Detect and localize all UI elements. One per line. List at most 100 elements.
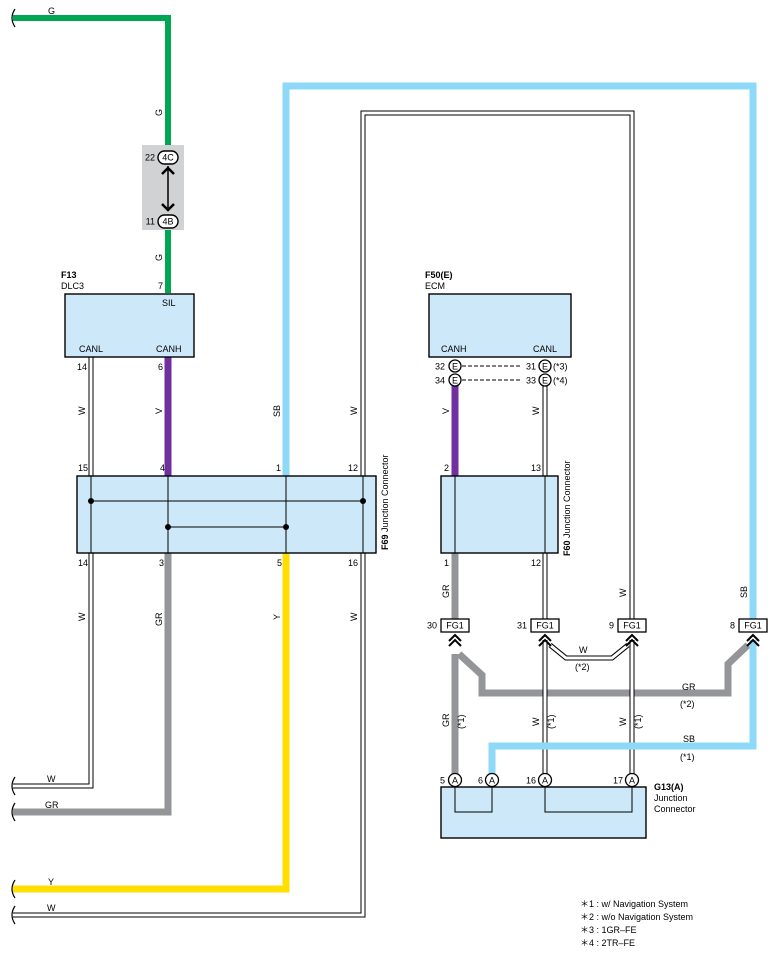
fg1-connector [440, 618, 470, 633]
wire-note: (*1) [456, 714, 466, 729]
connector-4c [157, 150, 179, 165]
ecm-id: F50(E) [425, 270, 453, 280]
ecm-box [428, 293, 572, 358]
f69-pin-16: 16 [348, 558, 358, 568]
wire-g [13, 15, 171, 293]
f60-pin-2: 2 [444, 463, 449, 473]
wire-label: G [154, 109, 164, 116]
dlc3-canl-label: CANL [79, 344, 103, 354]
ecm-canh-label: CANH [441, 344, 467, 354]
wire-f69-y [13, 553, 290, 893]
g13-code: A [489, 776, 495, 786]
wire-note: (*2) [575, 662, 590, 672]
g13-code: A [452, 776, 458, 786]
pin-22: 22 [145, 153, 155, 163]
dlc3-name: DLC3 [61, 281, 84, 291]
fg1-connectors: FG1 30 FG1 31 FG1 9 FG1 8 [427, 618, 768, 647]
note-1: ＊1 : w/ Navigation System [580, 899, 688, 909]
f60-id: F60 [562, 540, 572, 556]
wire-sb-g13 [488, 640, 757, 776]
ecm-note-3: (*3) [553, 362, 568, 372]
dlc3-canh-pin: 6 [158, 362, 163, 372]
f69-pin-14: 14 [78, 558, 88, 568]
wire-note: (*1) [680, 752, 695, 762]
wire-label: Y [272, 614, 282, 620]
f69-pin-15: 15 [78, 463, 88, 473]
wire-w-cross [548, 643, 630, 661]
wire-sb-top [282, 82, 757, 621]
wire-w-loop-top [360, 110, 635, 621]
f60-name: Junction Connector [562, 460, 572, 538]
f69-pin-12: 12 [348, 463, 358, 473]
note-3: ＊3 : 1GR–FE [580, 925, 637, 935]
ecm-name: ECM [425, 281, 445, 291]
dlc3-block: F13 DLC3 7 SIL CANL CANH 14 6 [61, 270, 195, 372]
wire-f69-w16 [13, 553, 366, 918]
wire-label: GR [45, 800, 59, 810]
wire-label: W [47, 903, 56, 913]
fg1-code: FG1 [744, 621, 762, 631]
connector-4b [157, 214, 179, 229]
ecm-note-4: (*4) [553, 376, 568, 386]
fg1-pin-30: 30 [427, 621, 437, 631]
wire-f69-gr [13, 553, 172, 816]
connector-4c-4b: 4C 22 4B 11 [142, 145, 184, 230]
wire-label: W [531, 717, 541, 726]
wire-f69-w14 [13, 553, 94, 789]
fg1-connector [738, 618, 768, 633]
wire-label: G [154, 254, 164, 261]
ecm-e-code: E [542, 376, 548, 386]
ecm-e-connector [538, 373, 552, 387]
notes-legend: ＊1 : w/ Navigation System ＊2 : w/o Navig… [580, 899, 693, 948]
f69-pin-3: 3 [159, 558, 164, 568]
f60-box [440, 475, 559, 554]
ecm-canl-label: CANL [533, 344, 557, 354]
ecm-pin-34: 34 [435, 376, 445, 386]
wire-label: GR [441, 584, 451, 598]
dlc3-box [64, 293, 195, 358]
g13-pin-17: 17 [613, 776, 623, 786]
wire-label: SB [272, 405, 282, 417]
g13-a-connector [537, 772, 553, 788]
fg1-connector [617, 618, 647, 633]
f69-name: Junction Connector [380, 454, 390, 532]
g13-name-line1: Junction [654, 793, 688, 803]
ecm-pin-32: 32 [435, 362, 445, 372]
f60-pin-1: 1 [444, 558, 449, 568]
wire-label: W [579, 645, 588, 655]
f69-pin-1: 1 [276, 463, 281, 473]
g13-id: G13(A) [654, 782, 684, 792]
wire-labels: G G G W V SB W V W W GR Y W GR W SB W (*… [45, 6, 749, 913]
wire-note: (*2) [680, 699, 695, 709]
dlc3-sil-label: SIL [162, 298, 176, 308]
f69-pin-4: 4 [160, 463, 165, 473]
dlc3-id: F13 [61, 270, 77, 280]
fg1-pin-9: 9 [609, 621, 614, 631]
fg1-code: FG1 [536, 621, 554, 631]
wire-label: W [349, 406, 359, 415]
g13-name-line2: Connector [654, 804, 696, 814]
ecm-e-code: E [542, 362, 548, 372]
wire-label: SB [683, 734, 695, 744]
wire-label: V [441, 408, 451, 414]
wire-label: V [154, 408, 164, 414]
g13-a-connector [484, 772, 500, 788]
wire-note: (*1) [633, 714, 643, 729]
ecm-pin-31: 31 [526, 362, 536, 372]
g13-pin-16: 16 [526, 776, 536, 786]
wire-gr-bottom [456, 642, 751, 697]
f60-junction-connector: 2 13 1 12 F60 Junction Connector [440, 460, 572, 568]
wire-label: W [77, 612, 87, 621]
f60-pin-13: 13 [531, 463, 541, 473]
wire-label: W [47, 774, 56, 784]
dlc3-canl-pin: 14 [77, 362, 87, 372]
fg1-pin-31: 31 [517, 621, 527, 631]
f69-pin-5: 5 [277, 558, 282, 568]
wire-label: W [531, 406, 541, 415]
ecm-e-code: E [452, 362, 458, 372]
note-2: ＊2 : w/o Navigation System [580, 912, 693, 922]
connector-4b-code: 4B [162, 217, 173, 227]
g13-pin-5: 5 [440, 776, 445, 786]
g13-pin-6: 6 [478, 776, 483, 786]
fg1-pin-8: 8 [730, 621, 735, 631]
